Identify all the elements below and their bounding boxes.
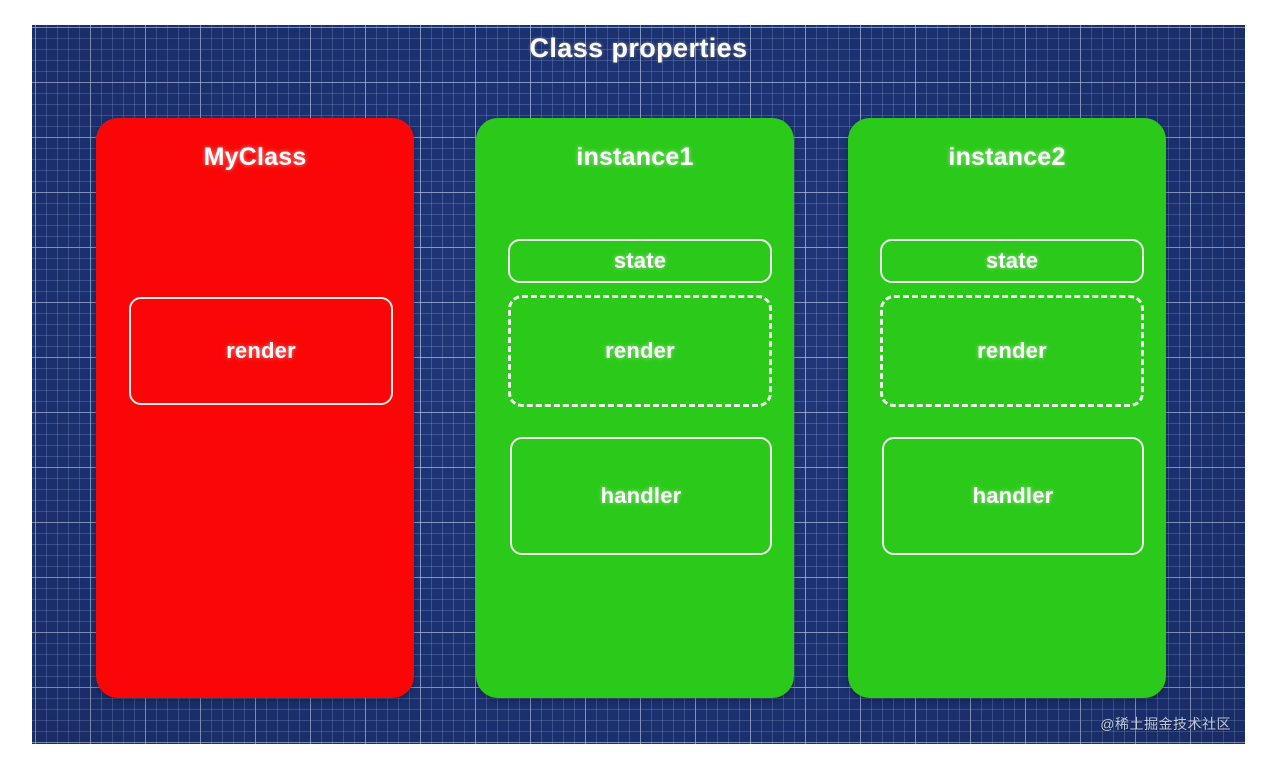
card-title-myclass: MyClass [203, 143, 307, 171]
member-box-handler[interactable]: handler [510, 437, 772, 555]
card-title-instance1: instance1 [576, 143, 694, 171]
page-title: Class properties [529, 33, 748, 63]
watermark-label: @稀土掘金技术社区 [1100, 716, 1231, 732]
member-box-state[interactable]: state [508, 239, 772, 283]
card-title-instance2: instance2 [948, 143, 1066, 171]
member-box-render[interactable]: render [508, 295, 772, 407]
card-instance1[interactable]: instance1 state render handler [476, 118, 794, 698]
blueprint-canvas: Class properties MyClass render instance… [32, 25, 1245, 744]
card-instance2[interactable]: instance2 state render handler [848, 118, 1166, 698]
member-box-handler[interactable]: handler [882, 437, 1144, 555]
card-myclass[interactable]: MyClass render [96, 118, 414, 698]
member-box-render[interactable]: render [129, 297, 393, 405]
member-box-state[interactable]: state [880, 239, 1144, 283]
member-box-render[interactable]: render [880, 295, 1144, 407]
